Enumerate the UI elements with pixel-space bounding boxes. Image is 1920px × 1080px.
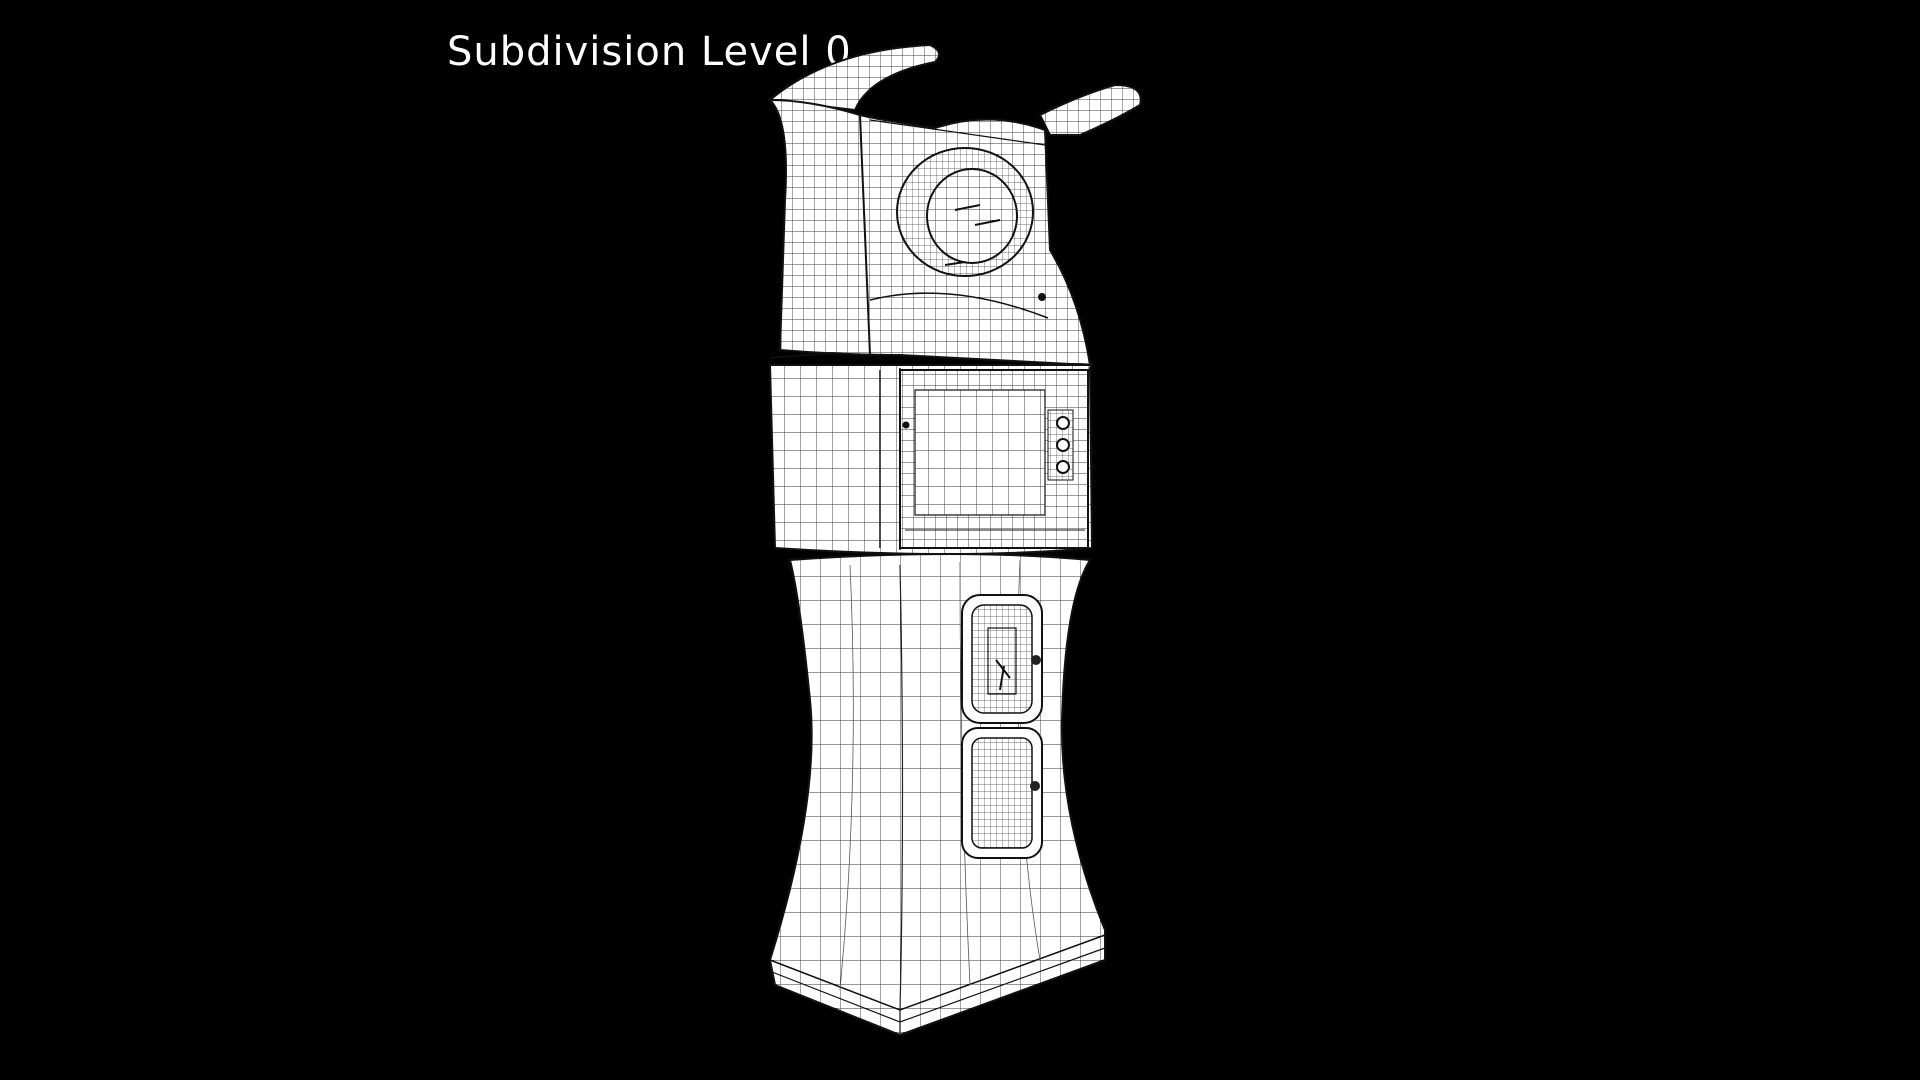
upper-service-door (961, 594, 1043, 724)
speaker-ring (896, 147, 1034, 277)
subdivision-level-label: Subdivision Level 0 (447, 29, 852, 75)
pedestal-base (768, 553, 1106, 1037)
lower-service-door (961, 727, 1043, 859)
middle-panel (768, 352, 1094, 555)
indicator-lights (1047, 409, 1074, 481)
